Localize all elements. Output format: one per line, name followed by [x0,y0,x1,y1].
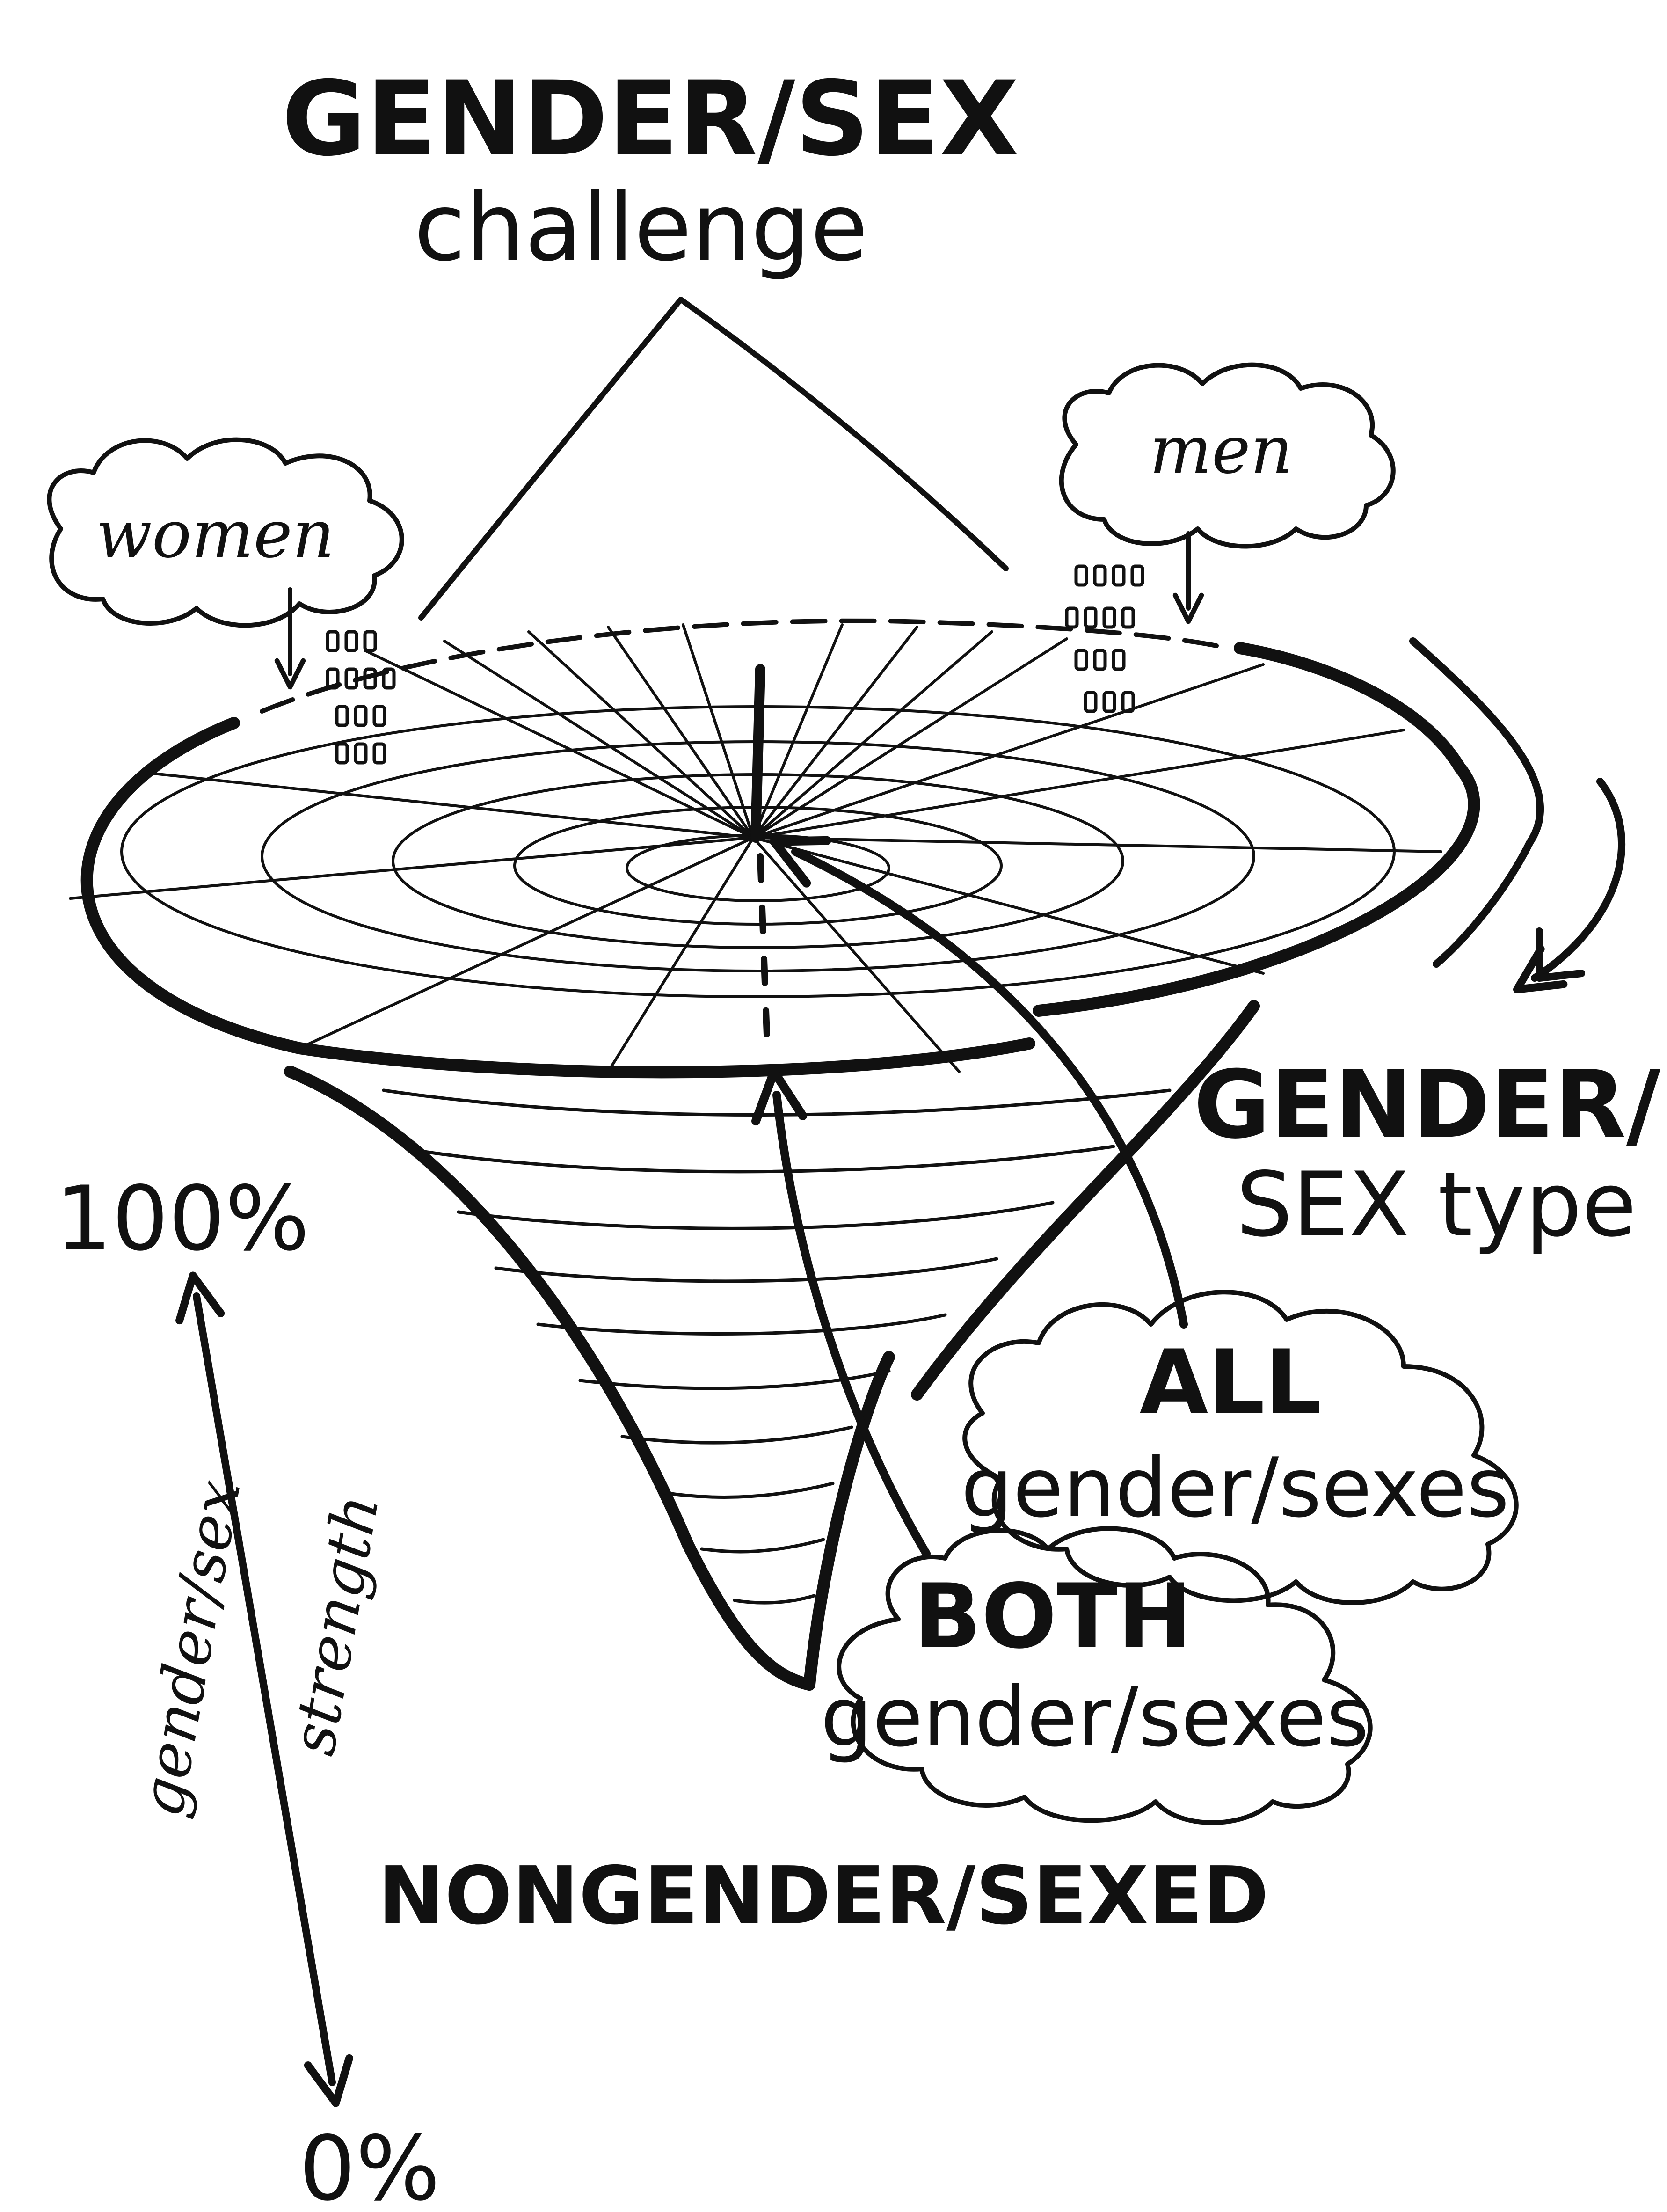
nongendered-label: NONGENDER/SEXED [378,1850,1269,1942]
all-cloud: ALL gender/sexes [961,1292,1516,1603]
both-label-line2: gender/sexes [821,1670,1369,1765]
men-cloud: men [1062,365,1393,608]
type-label-line2: SEX type [1236,1153,1637,1256]
axis-name-line1: gender/sex [125,1475,255,1822]
men-label: men [1150,412,1293,489]
men-tiles [1067,566,1143,711]
title: GENDER/SEX challenge [282,59,1019,282]
women-tiles [328,632,394,763]
disc-rim-back [262,621,1216,711]
all-label-line2: gender/sexes [961,1441,1509,1536]
disc-center-spine [756,669,760,838]
both-label-line1: BOTH [914,1565,1192,1668]
peak-outline [421,299,1006,618]
type-label-line1: GENDER/ [1194,1051,1661,1160]
type-rotation-arrow-2 [1535,781,1622,978]
both-cloud: BOTH gender/sexes [821,1528,1370,1823]
axis-top-label: 100% [55,1167,309,1270]
disc-rim-outer [87,723,1029,1072]
women-label: women [96,496,335,573]
women-cloud: women [49,440,401,674]
all-arrow [795,852,1184,1324]
axis-name-line2: strength [277,1489,393,1760]
funnel-right-edge [809,1357,889,1685]
strength-axis: 100% 0% gender/sex strength [55,1167,440,2212]
axis-bottom-label: 0% [299,2117,440,2212]
title-line1: GENDER/SEX [282,59,1019,179]
title-line2: challenge [414,173,868,282]
disc-center-dashes [760,856,767,1048]
all-label-line1: ALL [1139,1331,1321,1434]
